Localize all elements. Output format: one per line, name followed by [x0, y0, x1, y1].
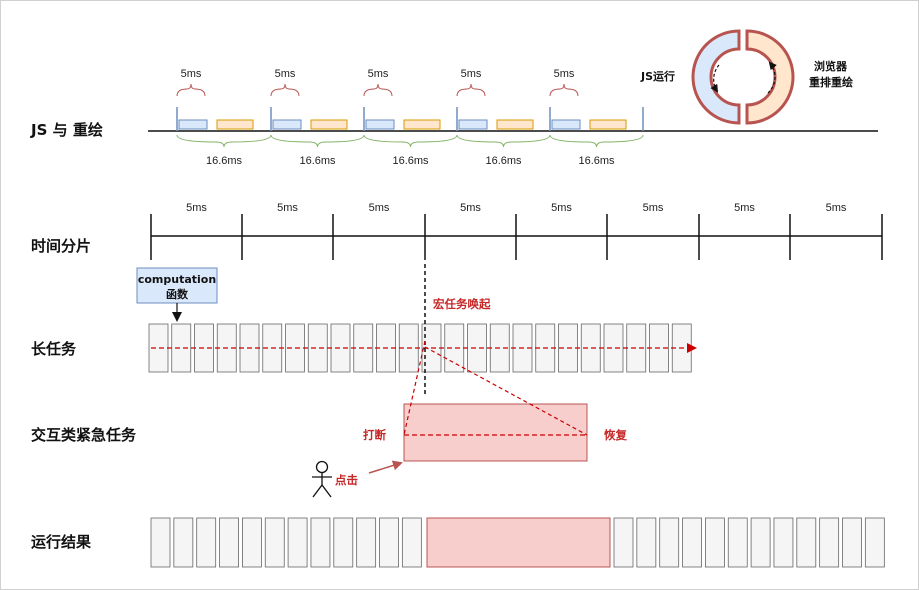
- green-brace: [456, 134, 551, 148]
- gap-5ms-label: 5ms: [181, 68, 202, 80]
- cycle-render-half: [745, 29, 795, 125]
- urgent-task-block: [403, 403, 588, 462]
- resume-label: 恢复: [604, 428, 627, 442]
- resume-dashed-line: [424, 346, 588, 436]
- js-repaint-cycle: JS运行 浏览器 重排重绘: [640, 29, 853, 125]
- user-figure-icon: [312, 460, 332, 498]
- result-block-after: [682, 517, 702, 568]
- cycle-render-label-2: 重排重绘: [809, 75, 853, 89]
- long-task-block: [603, 323, 624, 373]
- js-run-block: [272, 119, 302, 130]
- cycle-arrow-down-icon: [710, 64, 720, 93]
- green-brace: [270, 134, 365, 148]
- computation-label-1: computation: [138, 273, 216, 286]
- frame-16ms-label: 16.6ms: [299, 155, 336, 167]
- result-block-before: [241, 517, 262, 568]
- green-brace: [363, 134, 458, 148]
- result-block-before: [287, 517, 308, 568]
- slice-5ms-label: 5ms: [551, 202, 572, 214]
- result-block-before: [333, 517, 354, 568]
- long-task-blocks: [148, 323, 697, 373]
- slice-5ms-label: 5ms: [643, 202, 664, 214]
- result-block-before: [264, 517, 285, 568]
- slice-5ms-label: 5ms: [186, 202, 207, 214]
- result-block-after: [727, 517, 748, 568]
- result-block-after: [842, 517, 862, 568]
- result-block-before: [401, 517, 422, 568]
- red-brace: [270, 83, 300, 97]
- result-block-before: [356, 517, 377, 568]
- interrupt-dashed-line: [403, 340, 426, 436]
- result-block-after: [773, 517, 794, 568]
- time-slice-timeline: 5ms 5ms 5ms 5ms 5ms 5ms 5ms 5ms: [150, 202, 883, 260]
- gap-5ms-label: 5ms: [461, 68, 482, 80]
- red-brace: [456, 83, 486, 97]
- result-block-before: [310, 517, 331, 568]
- result-block-after: [705, 517, 725, 568]
- red-brace: [549, 83, 579, 97]
- frame-16ms-label: 16.6ms: [578, 155, 615, 167]
- cycle-js-half: [691, 29, 741, 125]
- red-brace: [363, 83, 393, 97]
- result-block-after: [636, 517, 657, 568]
- frame-16ms-label: 16.6ms: [485, 155, 522, 167]
- result-block-after: [659, 517, 680, 568]
- result-block-before: [196, 517, 217, 568]
- result-urgent-block: [426, 517, 611, 568]
- slice-5ms-label: 5ms: [460, 202, 481, 214]
- cycle-arrow-up-icon: [767, 61, 777, 94]
- slice-5ms-label: 5ms: [826, 202, 847, 214]
- result-block-after: [819, 517, 840, 568]
- green-brace: [176, 134, 272, 148]
- row-label-long-task: 长任务: [31, 340, 77, 358]
- computation-label-2: 函数: [166, 287, 189, 301]
- js-run-block: [458, 119, 488, 130]
- repaint-block: [589, 119, 627, 130]
- slice-5ms-label: 5ms: [277, 202, 298, 214]
- row-label-js-repaint: JS 与 重绘: [30, 121, 103, 139]
- result-block-after: [864, 517, 885, 568]
- result-block-before: [379, 517, 399, 568]
- click-arrow-icon: [368, 460, 403, 474]
- gap-5ms-label: 5ms: [368, 68, 389, 80]
- macro-task-wakeup-label: 宏任务唤起: [433, 297, 491, 311]
- cycle-js-label: JS运行: [640, 69, 675, 83]
- js-run-block: [365, 119, 395, 130]
- result-block-after: [750, 517, 771, 568]
- js-run-block: [178, 119, 208, 130]
- result-blocks: [150, 517, 885, 568]
- interrupt-label: 打断: [363, 428, 386, 442]
- gap-5ms-label: 5ms: [554, 68, 575, 80]
- repaint-block: [403, 119, 441, 130]
- result-block-before: [150, 517, 171, 568]
- red-brace: [176, 83, 206, 97]
- result-block-after: [796, 517, 817, 568]
- slice-5ms-label: 5ms: [734, 202, 755, 214]
- row-label-result: 运行结果: [31, 533, 92, 551]
- frame-16ms-label: 16.6ms: [206, 155, 243, 167]
- click-label: 点击: [335, 473, 358, 487]
- green-brace: [549, 134, 644, 148]
- row-label-time-slice: 时间分片: [31, 237, 91, 255]
- frame-16ms-label: 16.6ms: [392, 155, 429, 167]
- gap-5ms-label: 5ms: [275, 68, 296, 80]
- js-run-block: [551, 119, 581, 130]
- js-repaint-timeline: 5ms 16.6ms 5ms 16.6ms 5ms 16.6ms 5ms 16.6ms 5ms 1…: [148, 68, 878, 167]
- repaint-block: [310, 119, 348, 130]
- repaint-block: [496, 119, 534, 130]
- result-block-before: [219, 517, 239, 568]
- computation-callout: computation 函数: [136, 267, 218, 322]
- slice-5ms-label: 5ms: [369, 202, 390, 214]
- cycle-render-label-1: 浏览器: [814, 59, 848, 73]
- result-block-before: [173, 517, 194, 568]
- repaint-block: [216, 119, 254, 130]
- row-label-urgent-task: 交互类紧急任务: [31, 426, 137, 444]
- result-block-after: [613, 517, 634, 568]
